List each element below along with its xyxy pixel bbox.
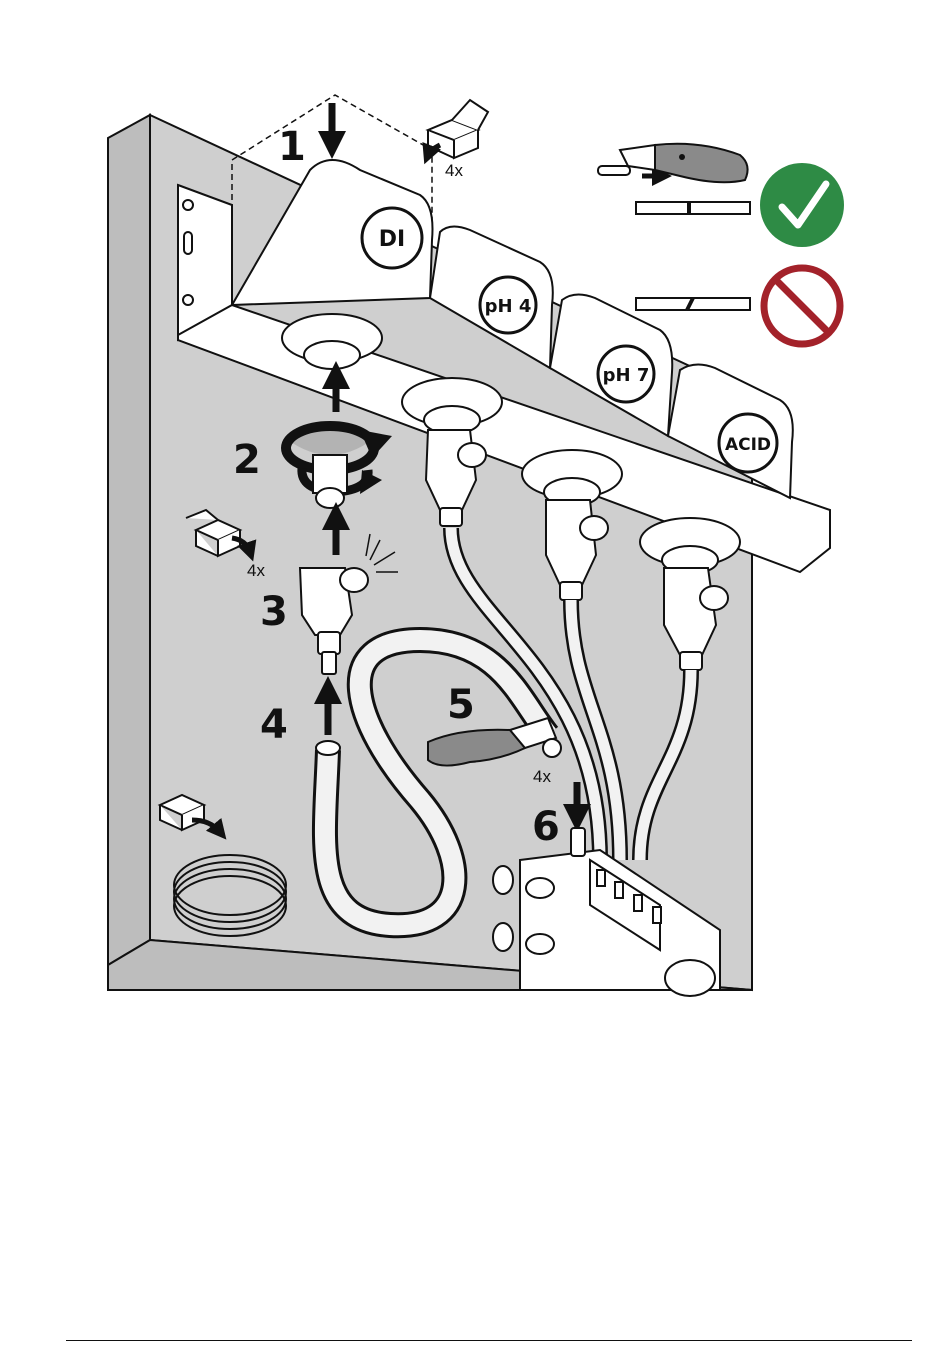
box-icon <box>428 100 488 158</box>
step-number-6: 6 <box>532 804 560 850</box>
knife-cutting-icon <box>598 144 748 183</box>
correct-cut-example <box>636 202 750 214</box>
multiplier-cutter: 4x <box>533 767 551 786</box>
label-ph7-text: pH 7 <box>603 365 650 386</box>
label-ph4-text: pH 4 <box>485 296 532 317</box>
multiplier-step1: 4x <box>445 161 463 180</box>
label-acid-text: ACID <box>725 435 771 455</box>
step-number-5: 5 <box>447 682 475 728</box>
step-number-2: 2 <box>233 437 261 483</box>
step-number-3: 3 <box>260 589 288 635</box>
multiplier-fitting: 4x <box>247 561 265 580</box>
footer-rule <box>66 1340 912 1341</box>
checkmark-icon <box>760 163 844 247</box>
incorrect-cut-example <box>636 298 750 310</box>
step-number-4: 4 <box>260 702 288 748</box>
step-number-1: 1 <box>278 124 306 170</box>
prohibited-icon <box>764 268 840 344</box>
label-di-text: DI <box>379 227 405 252</box>
